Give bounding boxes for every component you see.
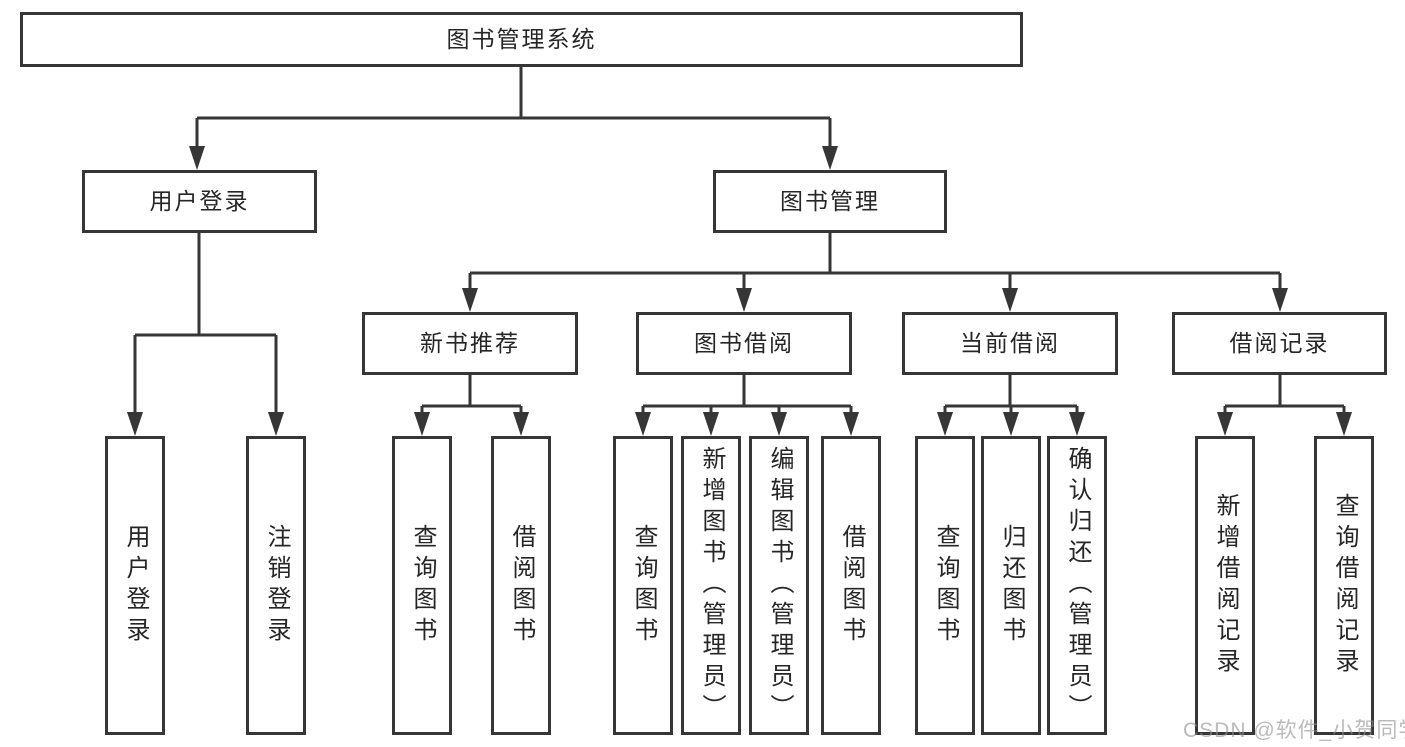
leaf-records-add: 新增借阅记录 — [1195, 436, 1255, 735]
leaf-records-add-label: 新增借阅记录 — [1212, 492, 1239, 679]
node-current-label: 当前借阅 — [960, 330, 1060, 356]
leaf-logout: 注销登录 — [246, 436, 306, 735]
connector-borrow-children — [635, 375, 859, 436]
connector-user-login-children — [127, 233, 284, 436]
csdn-watermark: CSDN @软件_小贺同学 — [1183, 719, 1405, 742]
leaf-records-query-label: 查询借阅记录 — [1331, 492, 1358, 679]
connector-new-books-children — [414, 375, 529, 436]
leaf-borrow-add-label: 新增图书（管理员） — [698, 446, 725, 725]
leaf-current-return: 归还图书 — [981, 436, 1041, 735]
node-root-label: 图书管理系统 — [446, 26, 597, 52]
leaf-user-login: 用户登录 — [105, 436, 165, 735]
leaf-borrow-borrow-label: 借阅图书 — [838, 523, 865, 648]
leaf-borrow-query: 查询图书 — [613, 436, 673, 735]
node-borrow: 图书借阅 — [636, 312, 852, 375]
leaf-newbooks-query-label: 查询图书 — [409, 523, 436, 648]
connector-root-to-level2 — [189, 67, 838, 170]
node-book-mgmt-label: 图书管理 — [780, 188, 880, 214]
node-borrow-label: 图书借阅 — [694, 330, 794, 356]
leaf-current-confirm-label: 确认归还（管理员） — [1064, 446, 1091, 725]
leaf-current-query-label: 查询图书 — [932, 523, 959, 648]
leaf-borrow-borrow: 借阅图书 — [821, 436, 881, 735]
node-book-mgmt: 图书管理 — [713, 170, 947, 233]
connector-current-children — [937, 375, 1085, 436]
node-records-label: 借阅记录 — [1229, 330, 1330, 356]
node-new-books-label: 新书推荐 — [420, 330, 520, 356]
leaf-logout-label: 注销登录 — [263, 523, 290, 648]
node-records: 借阅记录 — [1172, 312, 1387, 375]
connector-records-children — [1217, 375, 1352, 436]
node-current: 当前借阅 — [902, 312, 1118, 375]
leaf-newbooks-borrow-label: 借阅图书 — [508, 523, 535, 648]
leaf-borrow-edit: 编辑图书（管理员） — [749, 436, 809, 735]
leaf-current-query: 查询图书 — [915, 436, 975, 735]
connector-book-mgmt-children — [462, 233, 1288, 312]
leaf-borrow-query-label: 查询图书 — [630, 523, 657, 648]
leaf-borrow-add: 新增图书（管理员） — [681, 436, 741, 735]
leaf-borrow-edit-label: 编辑图书（管理员） — [766, 446, 793, 725]
leaf-newbooks-query: 查询图书 — [392, 436, 452, 735]
leaf-current-confirm: 确认归还（管理员） — [1047, 436, 1107, 735]
node-user-login: 用户登录 — [82, 170, 317, 233]
node-new-books: 新书推荐 — [362, 312, 578, 375]
leaf-user-login-label: 用户登录 — [122, 523, 149, 648]
leaf-current-return-label: 归还图书 — [998, 523, 1025, 648]
leaf-records-query: 查询借阅记录 — [1314, 436, 1374, 735]
leaf-newbooks-borrow: 借阅图书 — [491, 436, 551, 735]
node-root: 图书管理系统 — [20, 12, 1023, 67]
node-user-login-label: 用户登录 — [149, 188, 250, 214]
